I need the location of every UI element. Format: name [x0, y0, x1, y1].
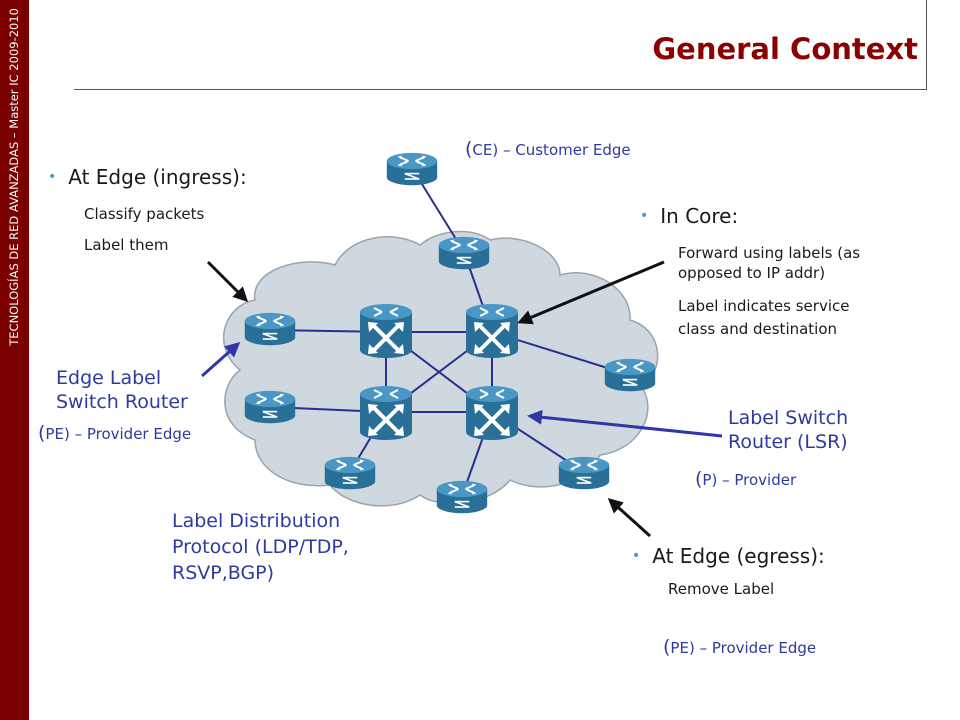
arrow-ingress [206, 260, 249, 303]
pe-ingress-label: (PE) – Provider Edge [38, 422, 192, 444]
router-icon-pe-bottom-left [323, 456, 377, 491]
router-icon-pe-bottom-right [557, 456, 611, 491]
arrow-core [517, 260, 665, 325]
switch-router-icon-core-br [464, 384, 520, 442]
bullet-dot: • [640, 208, 649, 224]
egress-item-1: Remove Label [668, 580, 775, 598]
arrow-edge-lsr [201, 342, 241, 378]
switch-router-icon-core-tl [358, 302, 414, 360]
arrow-lsr [527, 409, 723, 438]
core-item-2b: class and destination [678, 320, 838, 338]
bullet-dot: • [48, 169, 57, 185]
ingress-item-1: Classify packets [84, 205, 205, 223]
router-icon-pe-left [243, 312, 297, 347]
core-item-2a: Label indicates service [678, 297, 850, 315]
egress-heading: •At Edge (egress): [632, 544, 825, 568]
arrow-egress [607, 497, 652, 538]
provider-network-cloud [222, 230, 659, 507]
core-item-1b: opposed to IP addr) [678, 264, 826, 282]
router-icon-pe-bottom [435, 480, 489, 515]
switch-router-icon-core-tr [464, 302, 520, 360]
ldp-label: Label Distribution Protocol (LDP/TDP, RS… [172, 510, 349, 584]
p-label: (P) – Provider [695, 468, 797, 490]
router-icon-ce [385, 152, 439, 187]
bullet-dot: • [632, 548, 641, 564]
router-icon-pe-top [437, 236, 491, 271]
ingress-heading: •At Edge (ingress): [48, 165, 247, 189]
router-icon-pe-left2 [243, 390, 297, 425]
sidebar-band: TECNOLOGÍAS DE RED AVANZADAS – Master IC… [0, 0, 29, 720]
lsr-label: Label Switch Router (LSR) [728, 407, 849, 453]
core-heading: •In Core: [640, 204, 739, 228]
switch-router-icon-core-bl [358, 384, 414, 442]
ingress-item-2: Label them [84, 236, 169, 254]
slide-title: General Context [652, 32, 918, 66]
core-item-1a: Forward using labels (as [678, 244, 861, 262]
title-rule-horizontal [74, 89, 927, 90]
pe-egress-label: (PE) – Provider Edge [663, 636, 817, 658]
title-rule-vertical [926, 0, 927, 90]
edge-lsr-label: Edge Label Switch Router [56, 367, 188, 413]
router-icon-pe-right [603, 358, 657, 393]
ce-label: (CE) – Customer Edge [465, 138, 631, 160]
